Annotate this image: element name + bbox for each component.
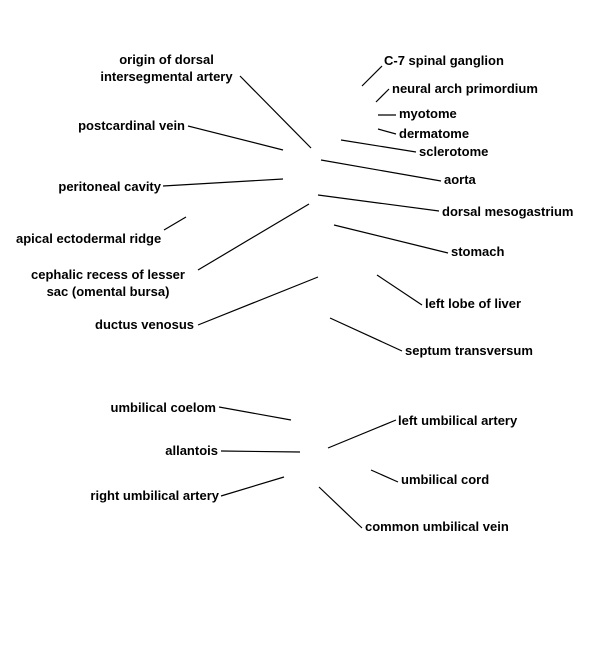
label-neural-arch-primordium: neural arch primordium (392, 81, 538, 96)
leader-c7-ganglion (361, 65, 383, 87)
label-c7-spinal-ganglion: C-7 spinal ganglion (384, 53, 504, 68)
label-apical-ectodermal-ridge: apical ectodermal ridge (16, 231, 162, 246)
label-left-umbilical-artery: left umbilical artery (398, 413, 518, 428)
label-origin-dorsal-artery: origin of dorsal intersegmental artery (100, 52, 233, 84)
leader-stomach (333, 224, 449, 254)
label-ductus-venosus: ductus venosus (95, 317, 194, 332)
leader-dorsal-mesogastrium (317, 194, 440, 212)
leader-neural-arch (375, 88, 390, 103)
leader-allantois (220, 450, 301, 453)
leader-left-umbilical-artery (327, 419, 397, 449)
leader-postcardinal-vein (187, 125, 284, 151)
leader-dermatome (377, 128, 397, 135)
label-stomach: stomach (451, 244, 505, 259)
label-sclerotome: sclerotome (419, 144, 489, 159)
label-aorta: aorta (444, 172, 476, 187)
label-common-umbilical-vein: common umbilical vein (365, 519, 509, 534)
label-postcardinal-vein: postcardinal vein (78, 118, 185, 133)
label-umbilical-cord: umbilical cord (401, 472, 490, 487)
leader-ductus-venosus (197, 276, 319, 326)
leader-apical-ridge (163, 216, 187, 231)
leader-sclerotome (340, 139, 417, 153)
leader-cephalic-recess (197, 203, 310, 271)
label-left-lobe-of-liver: left lobe of liver (425, 296, 522, 311)
label-umbilical-coelom: umbilical coelom (110, 400, 216, 415)
leader-umbilical-cord (370, 469, 399, 483)
label-allantois: allantois (165, 443, 218, 458)
leader-umbilical-coelom (218, 406, 292, 421)
label-dorsal-mesogastrium: dorsal mesogastrium (442, 204, 574, 219)
leader-origin-dorsal-artery (239, 75, 312, 149)
label-dermatome: dermatome (399, 126, 470, 141)
leader-peritoneal-cavity (162, 178, 284, 187)
leader-common-umbilical-vein (318, 486, 363, 529)
label-septum-transversum: septum transversum (405, 343, 533, 358)
label-peritoneal-cavity: peritoneal cavity (58, 179, 161, 194)
label-myotome: myotome (399, 106, 457, 121)
leader-left-lobe-liver (376, 274, 423, 306)
label-right-umbilical-artery: right umbilical artery (90, 488, 219, 503)
leader-septum-transversum (329, 317, 403, 352)
leader-aorta (320, 159, 442, 182)
leader-right-umbilical-artery (220, 476, 285, 497)
label-cephalic-recess: cephalic recess of lesser sac (omental b… (31, 267, 185, 299)
